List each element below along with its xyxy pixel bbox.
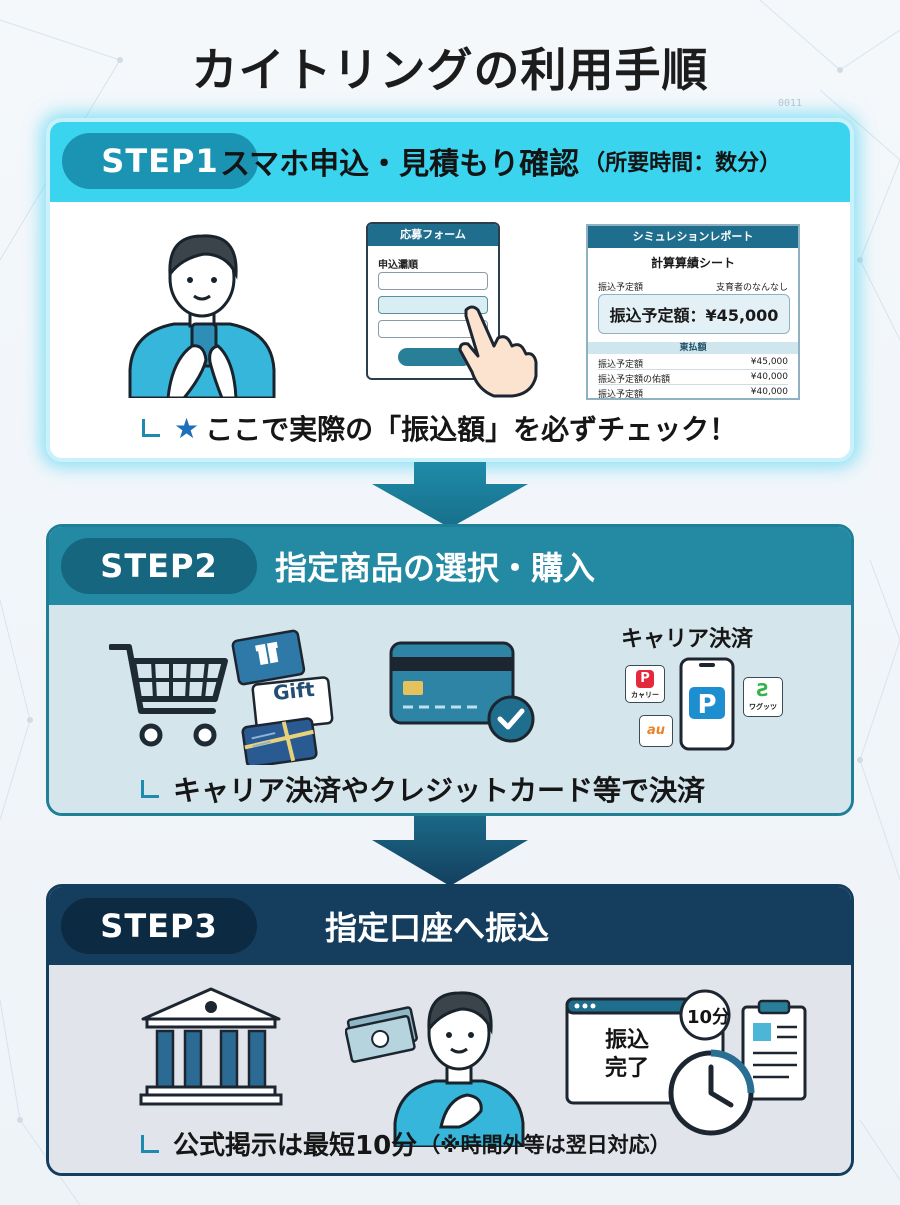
step3-note-text: 公式掲示は最短10分 (173, 1131, 418, 1161)
carrier-badge-red-label: カャリー (631, 691, 659, 699)
report-row-label: 振込予定額の佑額 (598, 375, 671, 385)
clock-label: 10分 (687, 1007, 731, 1028)
application-form: 応募フォーム 申込灞順 (366, 222, 500, 380)
window-icon (565, 989, 807, 1136)
page-title: カイトリングの利用手順 (191, 43, 709, 97)
report-row-value: ¥45,000 (750, 357, 788, 367)
step1-title-note: （所要時間：数分） (583, 151, 782, 176)
person-icon (393, 991, 525, 1147)
step1-title-text: スマホ申込・見積もり確認 (220, 147, 580, 182)
step3-note: 公式掲示は最短10分 （※時間外等は翌日対応） (141, 1125, 671, 1162)
carrier-title: キャリア決済 (621, 627, 754, 652)
simulation-report: シミュレションレポート 計算算績シート 振込予定額 支育者のなんなし 振込予定額… (586, 224, 800, 400)
report-meta-right: 支育者のなんなし (715, 283, 788, 293)
step3-note-small: （※時間外等は翌日対応） (419, 1132, 671, 1157)
decor-code: 0011 (778, 98, 803, 109)
step3-body: 振込 完了 10分 公式掲示は最短10分 （※時間外等は翌日対応） (49, 965, 851, 1173)
corner-mark (141, 1134, 159, 1153)
step2-body: Gift キャリア決済 P P カャリー au Ƨ ワグッツ (49, 605, 851, 813)
cart-icon (109, 644, 228, 747)
step2-note-text: キャリア決済やクレジットカード等で決済 (173, 774, 706, 807)
step2-title: 指定商品の選択・購入 (275, 549, 596, 587)
down-arrow-icon (372, 462, 528, 528)
step1-card: STEP1 スマホ申込・見積もり確認 （所要時間：数分） 応募フォーム 申込灞順 (46, 118, 854, 462)
credit-card-icon (389, 641, 535, 743)
person-phone-icon (128, 234, 276, 398)
transfer-complete-line1: 振込 (605, 1028, 650, 1053)
star-icon: ★ (174, 411, 200, 445)
report-row: 振込予定額 ¥45,000 (598, 357, 788, 370)
step3-header: STEP3 指定口座へ振込 (49, 887, 851, 965)
step1-badge: STEP1 (62, 133, 258, 189)
step2-header: STEP2 指定商品の選択・購入 (49, 527, 851, 605)
clock-icon (668, 989, 755, 1136)
carrier-badge-green: Ƨ ワグッツ (743, 677, 783, 717)
pointing-hand-icon (458, 305, 538, 398)
step1-note-text: ここで実際の「振込額」を必ずチェック！ (205, 413, 738, 446)
step2-badge: STEP2 (61, 538, 257, 594)
check-icon (497, 708, 525, 730)
form-submit-button[interactable] (398, 348, 472, 366)
report-row-value: ¥40,000 (750, 387, 788, 397)
form-field-1[interactable] (378, 272, 488, 290)
smartphone-icon: P (679, 657, 735, 751)
transfer-complete-line2: 完了 (605, 1056, 650, 1081)
report-row: 振込予定額の佑額 ¥40,000 (598, 372, 788, 385)
report-band: 東払額 (588, 342, 798, 354)
corner-mark (141, 780, 159, 798)
au-badge: au (639, 715, 673, 747)
form-field-2[interactable] (378, 296, 488, 314)
report-meta-row: 振込予定額 支育者のなんなし (598, 280, 788, 293)
step1-header: STEP1 スマホ申込・見積もり確認 （所要時間：数分） (50, 122, 850, 202)
down-arrow-icon (372, 816, 528, 886)
form-label: 申込灞順 (378, 260, 418, 271)
step2-note: キャリア決済やクレジットカード等で決済 (141, 769, 705, 809)
gift-label: Gift (271, 676, 316, 706)
clipboard-icon (741, 999, 807, 1101)
report-highlight: 振込予定額：¥45,000 (598, 294, 790, 334)
step1-title: スマホ申込・見積もり確認 （所要時間：数分） (220, 122, 781, 200)
step1-body: 応募フォーム 申込灞順 シミュレションレポート 計算算績シート 振込予定額 支育… (50, 202, 850, 458)
report-meta-left: 振込予定額 (598, 283, 644, 293)
carrier-badge-red: P カャリー (625, 665, 665, 703)
gift-card-icon (231, 629, 334, 765)
svg-text:P: P (697, 690, 716, 720)
report-row-label: 振込予定額 (598, 360, 644, 370)
transfer-complete-text: 振込 完了 (605, 1027, 649, 1083)
cash-icon (345, 1006, 418, 1063)
carrier-badge-green-label: ワグッツ (749, 703, 777, 711)
report-row-value: ¥40,000 (750, 372, 788, 382)
report-header: シミュレションレポート (588, 226, 798, 248)
report-row: 振込予定額 ¥40,000 (598, 387, 788, 400)
form-header: 応募フォーム (368, 224, 498, 246)
corner-mark (142, 419, 160, 437)
report-row-label: 振込予定額 (598, 390, 644, 400)
step3-card: STEP3 指定口座へ振込 (46, 884, 854, 1176)
step3-badge: STEP3 (61, 898, 257, 954)
step2-card: STEP2 指定商品の選択・購入 Gift (46, 524, 854, 816)
bank-icon (139, 987, 283, 1106)
report-subtitle: 計算算績シート (650, 256, 735, 270)
step1-note: ★ ここで実際の「振込額」を必ずチェック！ (142, 408, 737, 448)
step3-title: 指定口座へ振込 (325, 909, 550, 947)
